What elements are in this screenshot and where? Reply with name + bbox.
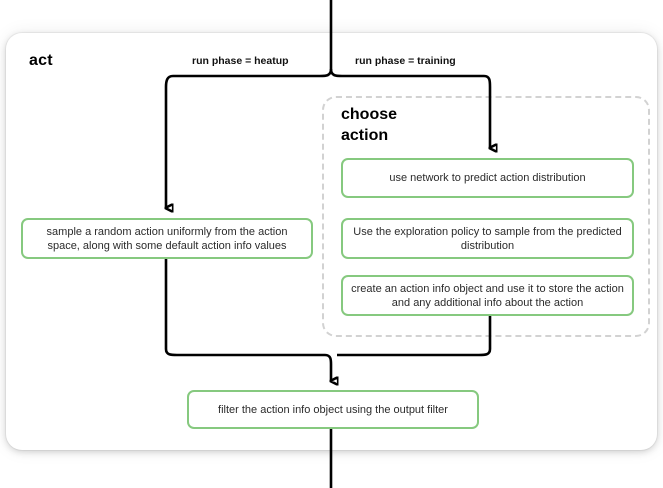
- node-filter-output-filter[interactable]: filter the action info object using the …: [187, 390, 479, 429]
- node-sample-random-action[interactable]: sample a random action uniformly from th…: [21, 218, 313, 259]
- node-create-action-info-object[interactable]: create an action info object and use it …: [341, 275, 634, 316]
- edge-label-training: run phase = training: [355, 55, 456, 67]
- edge-label-heatup: run phase = heatup: [192, 55, 289, 67]
- act-title: act: [29, 52, 53, 69]
- choose-action-title: choose action: [341, 106, 398, 144]
- node-use-network-predict[interactable]: use network to predict action distributi…: [341, 158, 634, 198]
- node-exploration-policy-sample[interactable]: Use the exploration policy to sample fro…: [341, 218, 634, 259]
